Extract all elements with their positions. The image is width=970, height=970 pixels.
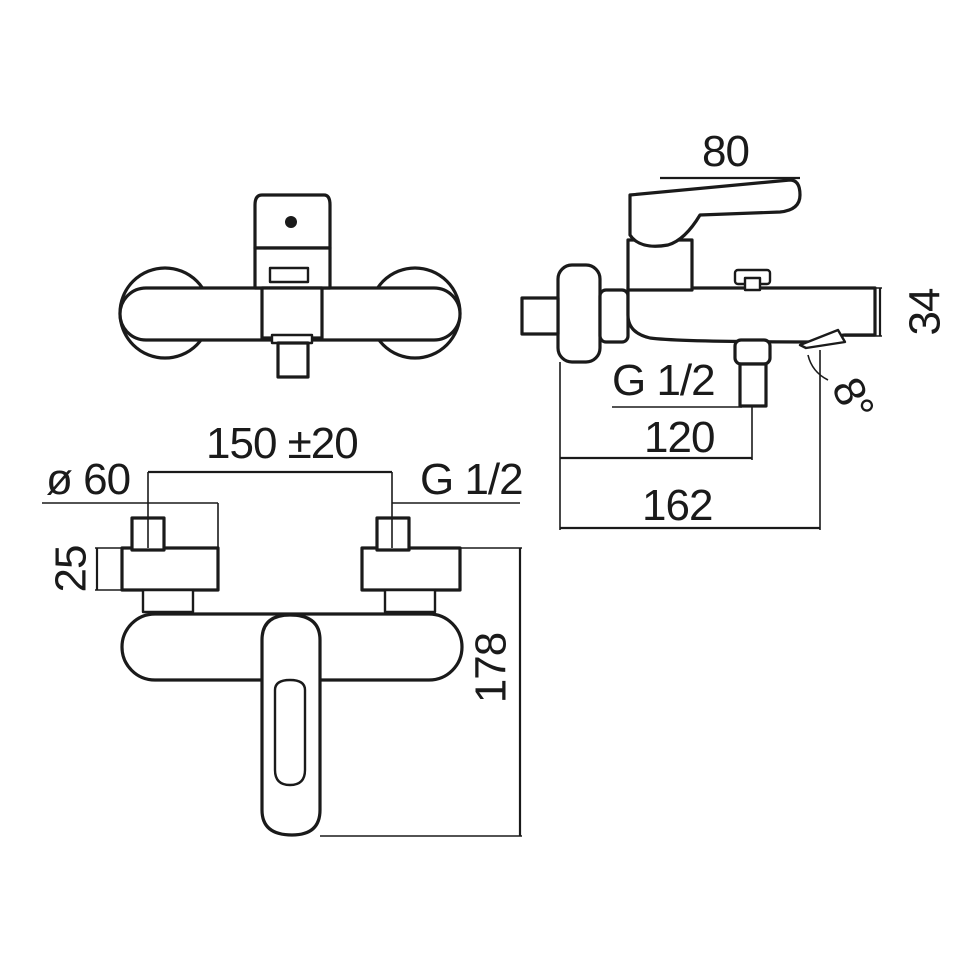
spout-tip [798, 328, 847, 350]
side-view [520, 176, 882, 530]
front-view [118, 193, 462, 379]
label-angle-8: 8° [822, 370, 883, 427]
top-left-flange [120, 546, 220, 592]
top-left-nut [141, 588, 195, 614]
top-right-flange [360, 546, 462, 592]
cartridge-nut [268, 266, 310, 284]
label-120: 120 [644, 413, 714, 462]
side-diverter-nut [733, 338, 772, 366]
label-dia-60: ø 60 [46, 455, 130, 504]
label-150-20: 150 ±20 [206, 419, 358, 468]
label-80: 80 [702, 127, 749, 176]
side-lever [628, 178, 802, 248]
label-g12-top: G 1/2 [420, 455, 523, 504]
label-g12-side: G 1/2 [612, 356, 715, 405]
connection-nut [598, 288, 630, 344]
label-25: 25 [47, 546, 96, 593]
label-178: 178 [467, 633, 516, 703]
top-right-inlet [375, 516, 411, 552]
handle-indicator-icon [285, 216, 297, 228]
side-diverter-pipe [738, 362, 768, 408]
top-lever-slot [273, 678, 307, 787]
label-34: 34 [901, 288, 950, 335]
diverter-knob [276, 341, 310, 379]
label-162: 162 [642, 481, 712, 530]
top-view [42, 470, 522, 837]
side-flange [556, 263, 602, 364]
side-knob-stem [743, 276, 762, 292]
top-right-nut [383, 588, 437, 614]
angle-arc [807, 354, 829, 381]
side-cartridge [626, 238, 694, 292]
inlet-stub [520, 296, 560, 336]
diverter-body [260, 286, 324, 340]
